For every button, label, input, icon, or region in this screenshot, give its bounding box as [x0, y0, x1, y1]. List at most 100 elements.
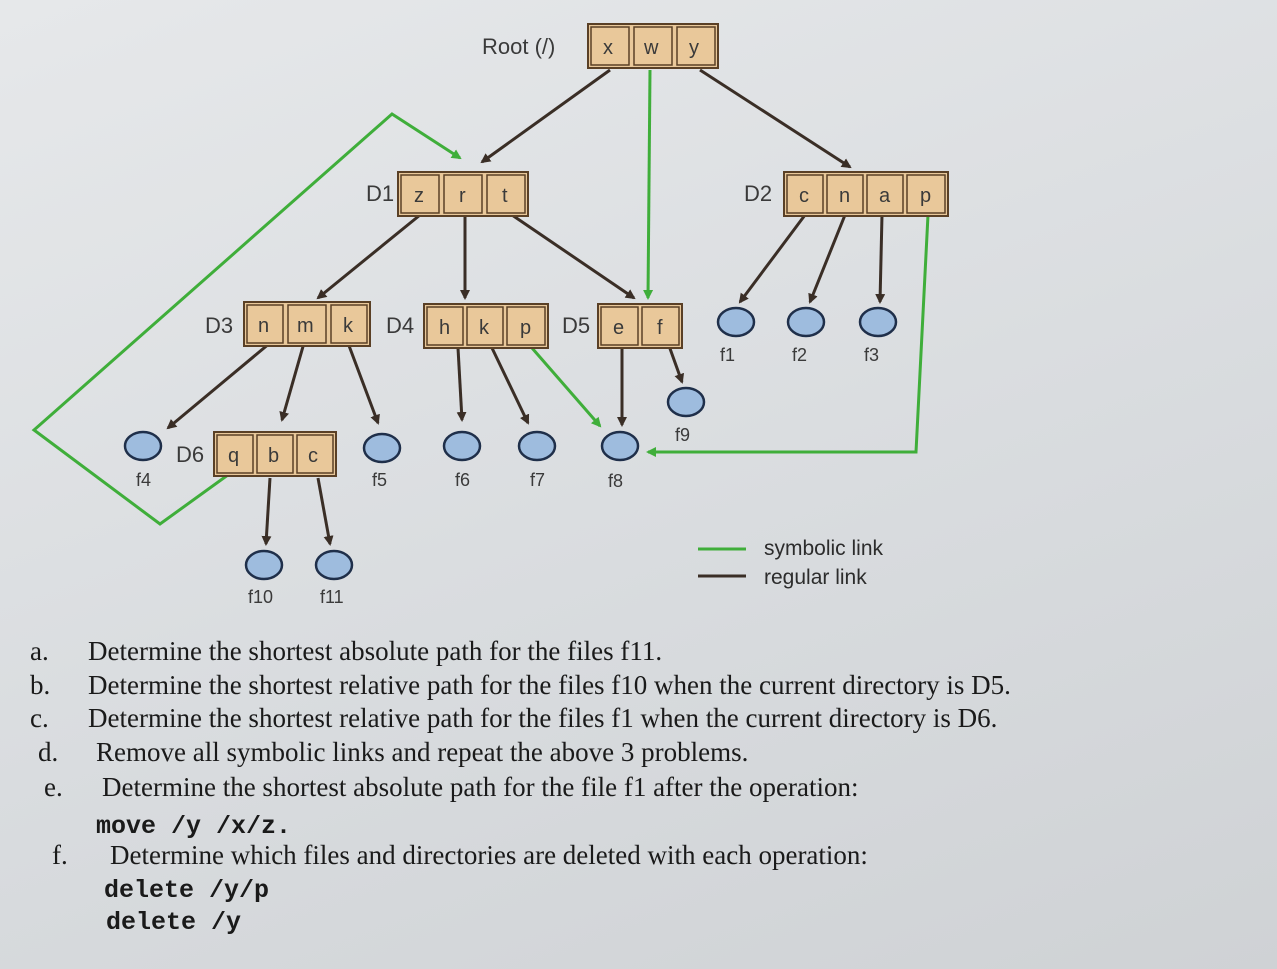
question-text: Determine the shortest absolute path for… — [102, 772, 859, 802]
question-letter: f. — [52, 840, 68, 870]
directory-label: D6 — [176, 442, 204, 467]
root-cell: y — [689, 37, 699, 59]
link-root-y-to-D2 — [699, 68, 852, 169]
directory-cell: z — [414, 185, 424, 207]
directory-cell: p — [520, 317, 531, 339]
code-move: move /y /x/z. — [96, 812, 292, 841]
directory-cell: n — [258, 315, 269, 337]
question-letter: c. — [30, 703, 49, 733]
legend: symbolic link regular link — [698, 537, 884, 589]
directory-cell: p — [920, 185, 931, 207]
directory-cell: r — [459, 185, 466, 207]
file-label: f8 — [608, 471, 623, 491]
file-label: f10 — [248, 587, 273, 607]
directory-D2: D2 c n a p — [744, 171, 949, 217]
question-text: Remove all symbolic links and repeat the… — [96, 737, 749, 767]
file-label: f1 — [720, 345, 735, 365]
link-D2-a-to-f3 — [875, 214, 886, 304]
file-system-diagram: Root (/) x w y D1 z r t D2 c n a p — [31, 23, 949, 607]
file-label: f3 — [864, 345, 879, 365]
question-text: Determine which files and directories ar… — [110, 840, 868, 870]
directory-cell: e — [613, 317, 624, 339]
file-label: f5 — [372, 470, 387, 490]
question-d: d.Remove all symbolic links and repeat t… — [38, 737, 748, 768]
link-D3-m-to-D6 — [279, 342, 306, 422]
file-node — [858, 306, 898, 338]
link-D2-n-to-f2 — [808, 214, 847, 304]
directory-label: D5 — [562, 313, 590, 338]
file-node — [123, 430, 163, 462]
question-text: Determine the shortest relative path for… — [88, 703, 998, 733]
directory-cell: q — [228, 445, 239, 467]
root-label: Root (/) — [482, 34, 555, 59]
question-f: f. Determine which files and directories … — [52, 840, 868, 871]
directory-cell: n — [839, 185, 850, 207]
directory-cell: t — [502, 185, 508, 207]
directory-label: D4 — [386, 313, 414, 338]
directory-cell: a — [879, 185, 891, 207]
file-node — [666, 386, 706, 418]
directory-cell: h — [439, 317, 450, 339]
link-D1-t-to-D5 — [511, 213, 636, 300]
link-D1-z-to-D3 — [316, 213, 421, 300]
file-node — [786, 306, 826, 338]
link-D4-h-to-f6 — [456, 347, 467, 422]
link-D3-k-to-f5 — [346, 342, 380, 425]
directory-D1: D1 z r t — [366, 171, 529, 217]
files — [123, 306, 898, 581]
directory-cell: c — [308, 445, 318, 467]
directory-cell: f — [657, 317, 663, 339]
root-cell: w — [643, 37, 659, 59]
question-text: Determine the shortest relative path for… — [88, 670, 1011, 700]
file-label: f6 — [455, 470, 470, 490]
file-labels: f1 f2 f3 f4 f5 f6 f7 f8 f9 f10 f11 — [136, 345, 879, 607]
question-e: e. Determine the shortest absolute path f… — [44, 772, 858, 803]
directory-D3: D3 n m k — [205, 301, 371, 347]
regular-links — [166, 68, 886, 546]
question-letter: b. — [30, 670, 51, 700]
file-label: f11 — [320, 587, 344, 607]
file-node — [442, 430, 482, 462]
root-cell: x — [603, 37, 613, 59]
code-delete-y: delete /y — [106, 908, 242, 937]
directory-label: D1 — [366, 181, 394, 206]
question-letter: a. — [30, 636, 49, 666]
legend-symbolic-label: symbolic link — [764, 537, 884, 560]
link-D6-b-to-f10 — [261, 477, 272, 546]
directory-label: D3 — [205, 313, 233, 338]
directory-cell: b — [268, 445, 279, 467]
link-root-x-to-D1 — [480, 68, 611, 164]
directory-D6: D6 q b c — [176, 431, 337, 477]
question-a: a. Determine the shortest absolute path f… — [30, 636, 662, 667]
question-c: c. Determine the shortest relative path f… — [30, 703, 997, 734]
directory-cell: c — [799, 185, 809, 207]
file-label: f4 — [136, 470, 151, 490]
directory-label: D2 — [744, 181, 772, 206]
symbolic-links — [31, 69, 930, 526]
link-D4-k-to-f7 — [490, 347, 530, 425]
symlink-root-w-to-D5 — [643, 69, 654, 300]
question-letter: e. — [44, 772, 63, 802]
file-label: f7 — [530, 470, 545, 490]
link-D5-f-to-f9 — [666, 342, 685, 384]
directory-D4: D4 h k p — [386, 303, 549, 349]
symlink-D2-p-to-f8 — [646, 214, 930, 457]
file-node — [314, 549, 354, 581]
file-node — [517, 430, 557, 462]
link-D3-n-to-f4 — [166, 341, 271, 430]
link-D6-c-to-f11 — [316, 477, 334, 546]
question-b: b. Determine the shortest relative path f… — [30, 670, 1011, 701]
file-label: f2 — [792, 345, 807, 365]
file-node — [244, 549, 284, 581]
file-node — [716, 306, 756, 338]
directory-cell: k — [343, 315, 354, 337]
file-label: f9 — [675, 425, 690, 445]
question-text: Determine the shortest absolute path for… — [88, 636, 663, 666]
symlink-D4-p-to-f8 — [530, 347, 602, 428]
file-node — [362, 432, 402, 464]
file-node — [600, 430, 640, 462]
directory-cell: m — [297, 315, 314, 337]
directory-cell: k — [479, 317, 490, 339]
root-directory: Root (/) x w y — [482, 23, 719, 69]
root-cells: x w y — [587, 23, 719, 69]
